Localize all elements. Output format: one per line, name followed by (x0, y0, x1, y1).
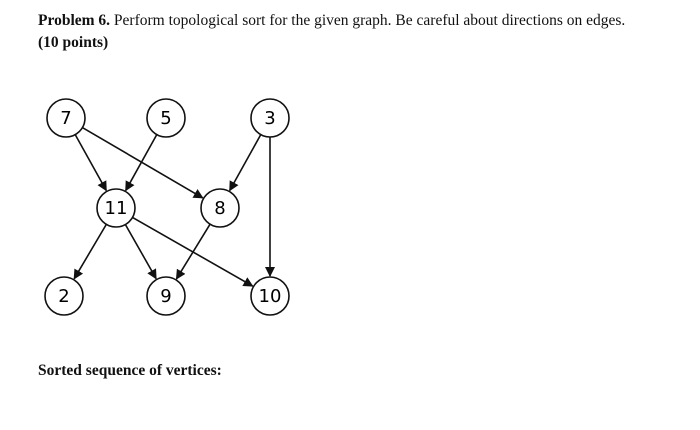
node-label: 8 (214, 198, 225, 219)
problem-statement: Problem 6. Perform topological sort for … (38, 10, 678, 54)
edge-5-to-11 (125, 134, 158, 192)
node-circle (200, 188, 240, 228)
node-3: 3 (250, 98, 290, 138)
node-label: 5 (160, 108, 171, 129)
edge-7-to-8 (82, 126, 204, 199)
node-label: 10 (259, 286, 282, 307)
node-8: 8 (200, 188, 240, 228)
node-11: 11 (96, 188, 136, 228)
node-label: 11 (105, 198, 128, 219)
edge-8-to-9 (175, 223, 211, 280)
node-circle (44, 276, 84, 316)
node-label: 7 (60, 108, 71, 129)
node-5: 5 (146, 98, 186, 138)
edge-11-to-9 (124, 224, 157, 280)
problem-number: Problem 6. (38, 12, 111, 29)
node-circle (146, 98, 186, 138)
node-label: 3 (264, 108, 275, 129)
edge-3-to-8 (229, 134, 262, 192)
problem-text: Perform topological sort for the given g… (110, 12, 626, 29)
edge-11-to-2 (73, 223, 108, 280)
node-circle (146, 276, 186, 316)
node-7: 7 (46, 98, 86, 138)
node-label: 9 (160, 286, 171, 307)
node-2: 2 (44, 276, 84, 316)
answer-label: Sorted sequence of vertices: (38, 362, 222, 379)
node-label: 2 (58, 286, 69, 307)
node-9: 9 (146, 276, 186, 316)
node-10: 10 (250, 276, 290, 316)
node-circle (96, 188, 136, 228)
edge-7-to-11 (74, 134, 107, 192)
node-circle (250, 276, 290, 316)
problem-points: (10 points) (38, 34, 109, 51)
node-circle (46, 98, 86, 138)
node-circle (250, 98, 290, 138)
